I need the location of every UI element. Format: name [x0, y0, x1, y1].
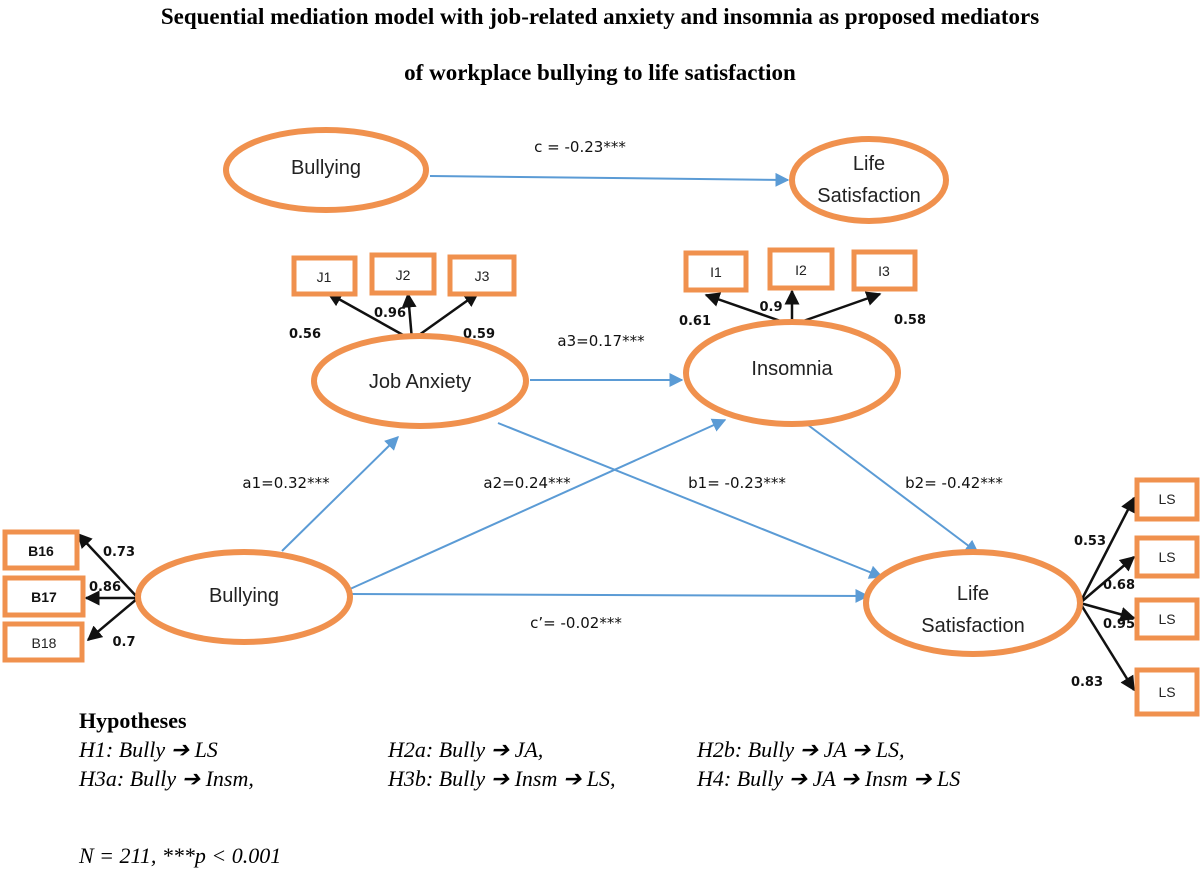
- b18-label: B18: [32, 635, 57, 651]
- ls3-box: [1134, 597, 1200, 641]
- title-line-2: of workplace bullying to life satisfacti…: [404, 60, 796, 85]
- top-bullying-label: Bullying: [291, 157, 361, 179]
- ls2-loading: 0.68: [1103, 578, 1135, 593]
- i2-box: [767, 247, 835, 291]
- b1-label: b1= -0.23***: [688, 474, 786, 492]
- ls2-label: LS: [1158, 549, 1175, 565]
- hypothesis-h3b: H3b: Bully ➔ Insm ➔ LS,: [387, 766, 616, 791]
- j2-label: J2: [396, 267, 411, 283]
- c-prime-path-arrow: [349, 588, 870, 603]
- j1-loading: 0.56: [289, 327, 321, 342]
- ls2-arrow: [1079, 556, 1136, 604]
- j2-box: [369, 252, 437, 296]
- b17-loading: 0.86: [89, 580, 121, 595]
- a3-label: a3=0.17***: [557, 332, 645, 350]
- bullying-label: Bullying: [209, 585, 279, 607]
- b16-arrow: [76, 532, 139, 599]
- j3-loading: 0.59: [463, 327, 495, 342]
- j2-loading: 0.96: [374, 306, 406, 321]
- i3-loading: 0.58: [894, 313, 926, 328]
- c-path-label: c = -0.23***: [534, 138, 626, 156]
- hypothesis-h1: H1: Bully ➔ LS: [78, 737, 218, 762]
- i3-label: I3: [878, 263, 890, 279]
- life-satisfaction-label-1: Life: [957, 583, 989, 605]
- b18-box: [2, 621, 85, 663]
- b17-label: B17: [31, 589, 57, 605]
- j1-box: [291, 255, 358, 297]
- i2-label: I2: [795, 262, 807, 278]
- c-prime-label: c’= -0.02***: [530, 614, 622, 632]
- c-path-arrow: [429, 172, 790, 187]
- a2-label: a2=0.24***: [483, 474, 571, 492]
- ls1-loading: 0.53: [1074, 534, 1106, 549]
- ls1-box: [1134, 477, 1200, 522]
- insomnia-node: [683, 319, 901, 427]
- ls3-arrow: [1079, 601, 1136, 622]
- b16-loading: 0.73: [103, 545, 135, 560]
- b18-arrow: [86, 597, 139, 641]
- b16-box: [2, 529, 80, 571]
- b1-path-arrow: [497, 422, 884, 579]
- hypothesis-h2a: H2a: Bully ➔ JA,: [387, 737, 543, 762]
- j3-arrow: [411, 291, 480, 342]
- b2-label: b2= -0.42***: [905, 474, 1003, 492]
- ls1-arrow: [1078, 496, 1136, 604]
- top-life-satisfaction-label-2: Satisfaction: [817, 185, 920, 207]
- ls1-label: LS: [1158, 491, 1175, 507]
- hypothesis-h2b: H2b: Bully ➔ JA ➔ LS,: [696, 737, 905, 762]
- b17-box: [2, 575, 86, 618]
- i3-box: [851, 249, 918, 292]
- ls3-label: LS: [1158, 611, 1175, 627]
- j1-label: J1: [317, 269, 332, 285]
- a2-path-arrow: [349, 418, 727, 590]
- hypotheses-heading: Hypotheses: [79, 708, 187, 733]
- hypothesis-h3a: H3a: Bully ➔ Insm,: [78, 766, 254, 791]
- life-satisfaction-node: [863, 549, 1083, 657]
- b2-path-arrow: [807, 424, 980, 554]
- ls2-box: [1134, 535, 1200, 579]
- ls3-loading: 0.95: [1103, 617, 1135, 632]
- i1-label: I1: [710, 264, 722, 280]
- sample-note: N = 211, ***p < 0.001: [78, 843, 281, 868]
- ls4-box: [1134, 667, 1200, 717]
- ls4-arrow: [1078, 602, 1136, 692]
- a1-path-arrow: [281, 436, 399, 552]
- j2-arrow: [401, 292, 417, 341]
- i1-loading: 0.61: [679, 314, 711, 329]
- bullying-node: [135, 549, 353, 645]
- ls4-loading: 0.83: [1071, 675, 1103, 690]
- top-life-satisfaction-node: [789, 136, 949, 224]
- b18-loading: 0.7: [112, 635, 135, 650]
- b16-label: B16: [28, 543, 54, 559]
- job-anxiety-label: Job Anxiety: [369, 371, 471, 393]
- insomnia-label: Insomnia: [751, 358, 833, 380]
- top-life-satisfaction-label-1: Life: [853, 153, 885, 175]
- life-satisfaction-label-2: Satisfaction: [921, 615, 1024, 637]
- j1-arrow: [326, 291, 413, 342]
- j3-box: [447, 254, 517, 297]
- hypothesis-h4: H4: Bully ➔ JA ➔ Insm ➔ LS: [696, 766, 960, 791]
- ls4-label: LS: [1158, 684, 1175, 700]
- i2-loading: 0.9: [759, 300, 782, 315]
- j3-label: J3: [475, 268, 490, 284]
- title-line-1: Sequential mediation model with job-rela…: [161, 4, 1039, 29]
- job-anxiety-node: [311, 333, 529, 429]
- a1-label: a1=0.32***: [242, 474, 330, 492]
- i1-box: [683, 250, 749, 293]
- top-bullying-node: [223, 127, 429, 213]
